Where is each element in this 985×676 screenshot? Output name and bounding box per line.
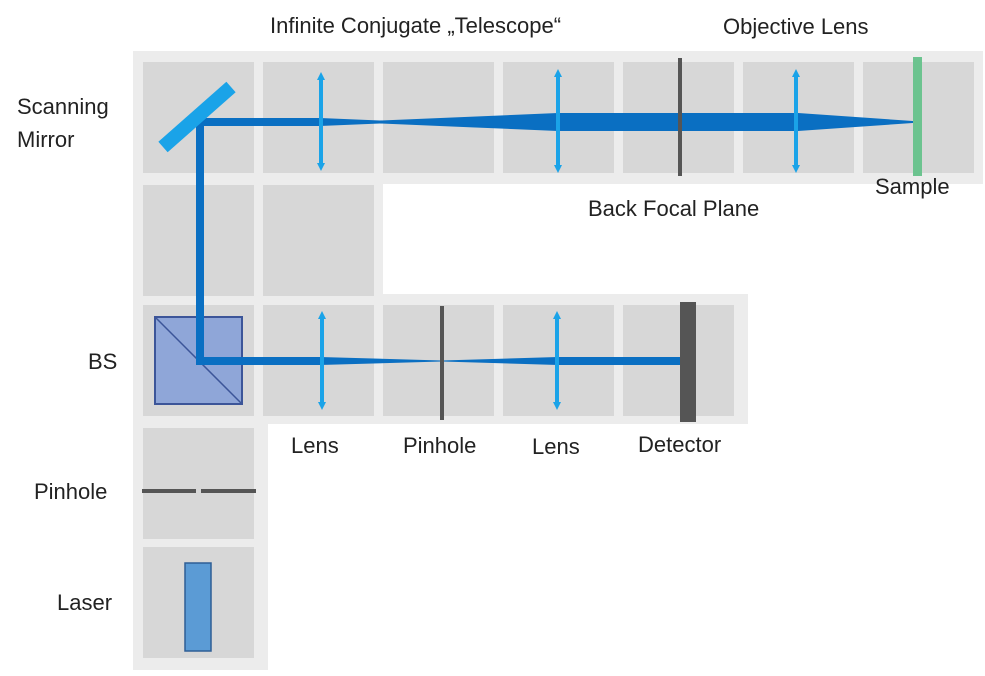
label-laser: Laser — [57, 590, 112, 615]
label-lens-right: Lens — [532, 434, 580, 459]
lenses — [317, 69, 800, 410]
cell — [143, 428, 254, 539]
label-lens-left: Lens — [291, 433, 339, 458]
label-pinhole-source: Pinhole — [34, 479, 107, 504]
label-detector: Detector — [638, 432, 721, 457]
cell — [263, 62, 374, 173]
detector — [680, 302, 696, 422]
label-telescope: Infinite Conjugate „Telescope“ — [270, 13, 561, 38]
label-back-focal-plane: Back Focal Plane — [588, 196, 759, 221]
label-sample: Sample — [875, 174, 950, 199]
laser-source — [184, 562, 212, 652]
source-pinhole-right — [201, 489, 256, 493]
beam-detection-converge — [320, 357, 442, 365]
beam-detection-diverge — [442, 357, 558, 365]
beam-vertical — [196, 118, 204, 365]
beam-telescope-taper — [320, 118, 380, 126]
label-scanning: Scanning — [17, 94, 109, 119]
scanning-mirror — [158, 81, 236, 153]
cell — [263, 185, 374, 296]
label-pinhole-detection: Pinhole — [403, 433, 476, 458]
label-objective-lens: Objective Lens — [723, 14, 869, 39]
beam-telescope-expand — [380, 113, 558, 131]
back-focal-plane-marker — [678, 58, 682, 176]
source-pinhole-left — [142, 489, 196, 493]
labels: Infinite Conjugate „Telescope“ Objective… — [17, 13, 950, 615]
label-mirror: Mirror — [17, 127, 74, 152]
label-bs: BS — [88, 349, 117, 374]
beam-horizontal-bottom — [196, 357, 320, 365]
beam-to-detector — [558, 357, 686, 365]
detection-pinhole — [440, 306, 444, 420]
sample-slide — [913, 57, 922, 176]
beam-focus-to-sample — [798, 113, 920, 131]
beam-horizontal-top — [196, 118, 320, 126]
